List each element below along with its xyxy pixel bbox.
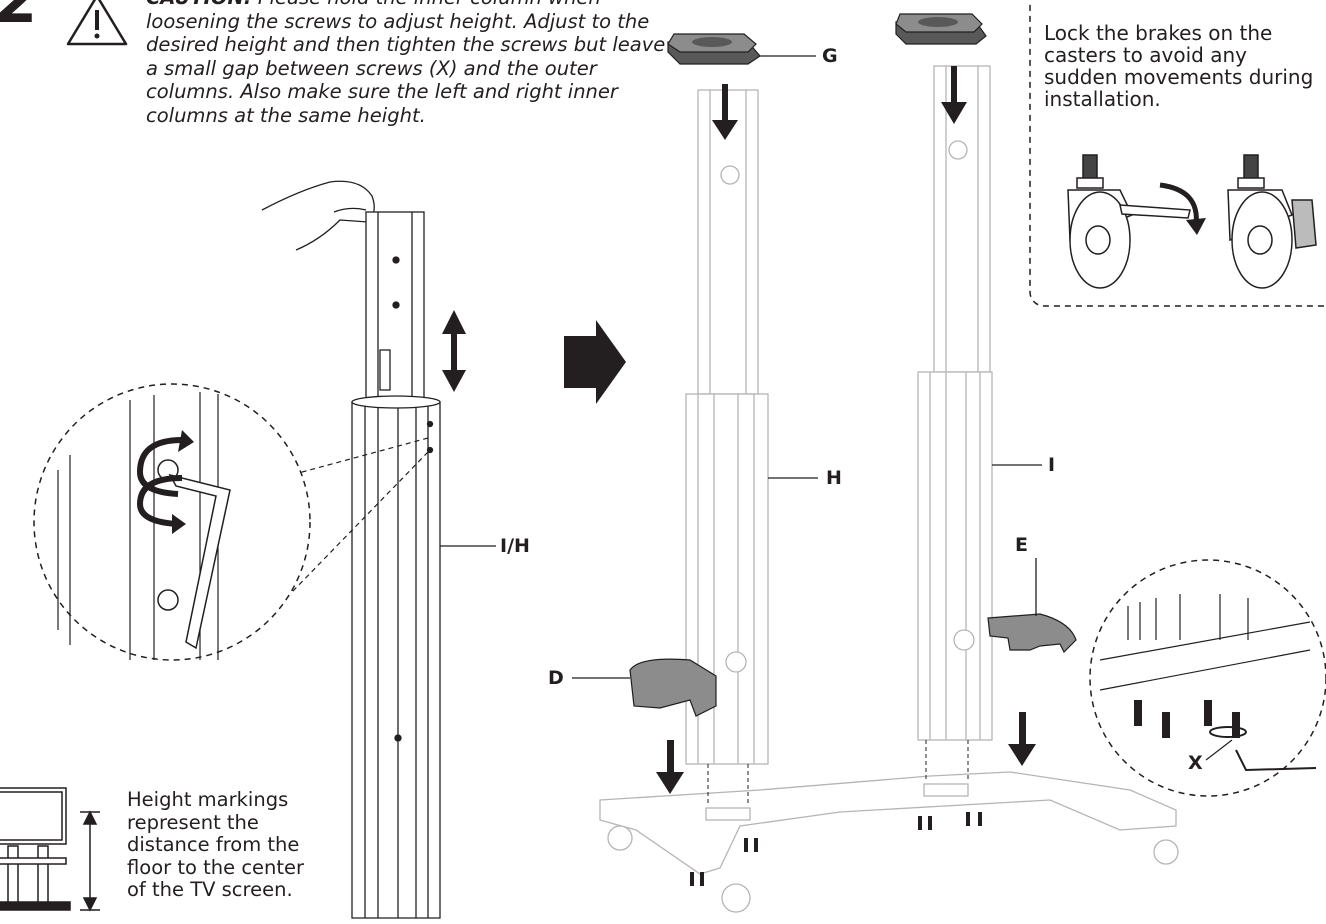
- label-e: E: [1015, 534, 1028, 556]
- zoom-detail-circle: [33, 383, 429, 661]
- caution-text: Please hold the inner column when loosen…: [146, 0, 666, 127]
- tv-height-illustration: [0, 787, 100, 912]
- down-arrow-icon: [941, 66, 967, 124]
- down-arrow-icon: [712, 84, 738, 140]
- outer-column: [351, 395, 441, 919]
- cap-g-left: [667, 33, 761, 65]
- double-arrow-icon: [442, 310, 466, 392]
- step-number: 2: [0, 0, 38, 37]
- screw-set: [690, 812, 982, 886]
- label-d: D: [548, 667, 564, 689]
- brake-tip-text: Lock the brakes on the casters to avoid …: [1044, 21, 1314, 111]
- hand-illustration: [261, 180, 375, 251]
- column-h-illustration: [685, 89, 769, 765]
- cap-g-right: [895, 13, 987, 45]
- brake-tip-box: [1029, 0, 1326, 307]
- next-step-arrow-icon: [564, 320, 626, 404]
- label-ih: I/H: [500, 535, 530, 557]
- caution-note: CAUTION: Please hold the inner column wh…: [146, 0, 666, 127]
- label-x: X: [1188, 752, 1203, 774]
- down-arrow-icon: [656, 712, 1036, 794]
- caution-triangle-icon: [66, 0, 128, 46]
- height-note-text: Height markings represent the distance f…: [127, 788, 305, 901]
- screw-detail-circle: [1089, 559, 1326, 797]
- cover-e: [987, 613, 1077, 654]
- cover-d: [629, 658, 717, 717]
- caster-locked-illustration: [1227, 154, 1317, 289]
- inner-column: [365, 211, 425, 403]
- label-g: G: [822, 45, 838, 67]
- caution-label: CAUTION:: [146, 0, 252, 9]
- base-frame: [599, 771, 1179, 913]
- label-h: H: [826, 467, 842, 489]
- label-i: I: [1048, 454, 1056, 476]
- caster-unlocked-illustration: [1067, 154, 1191, 289]
- rotate-arrow-icon: [1159, 182, 1206, 235]
- column-i-illustration: [917, 65, 993, 741]
